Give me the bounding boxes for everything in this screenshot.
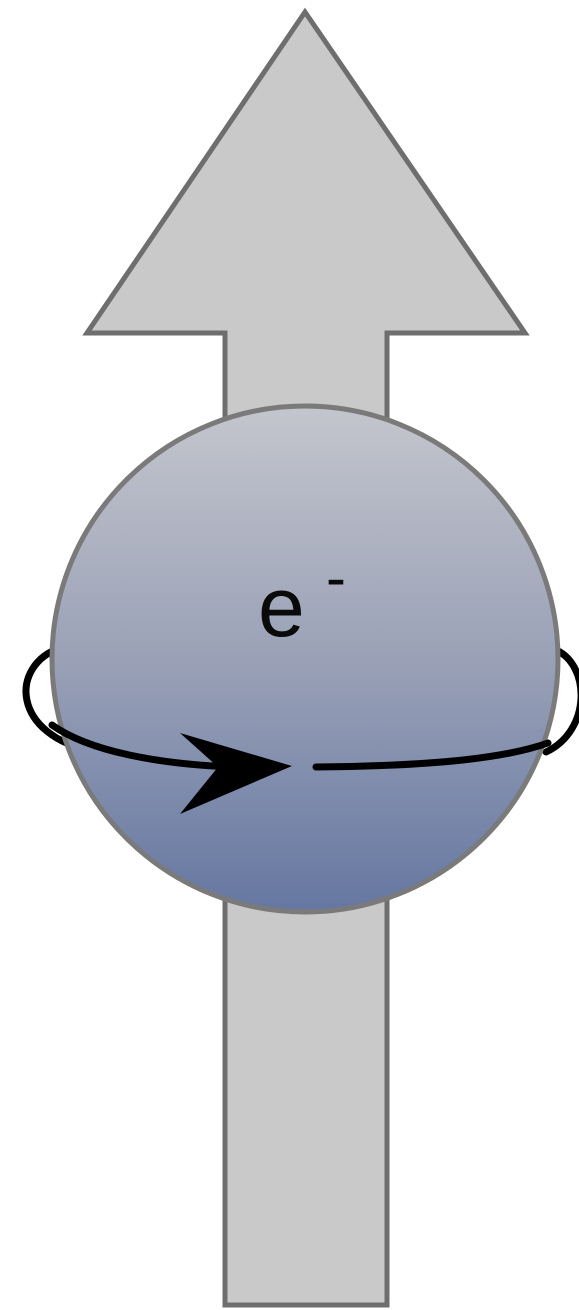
rotation-arrowhead-icon [180, 733, 292, 814]
rotation-path-front-left [48, 721, 236, 771]
rotation-path-front-right [312, 739, 552, 771]
charge-sign: - [326, 544, 346, 611]
rotation-loop-back-right [542, 646, 579, 756]
particle-symbol: e [258, 560, 305, 654]
electron-sphere [49, 403, 561, 915]
